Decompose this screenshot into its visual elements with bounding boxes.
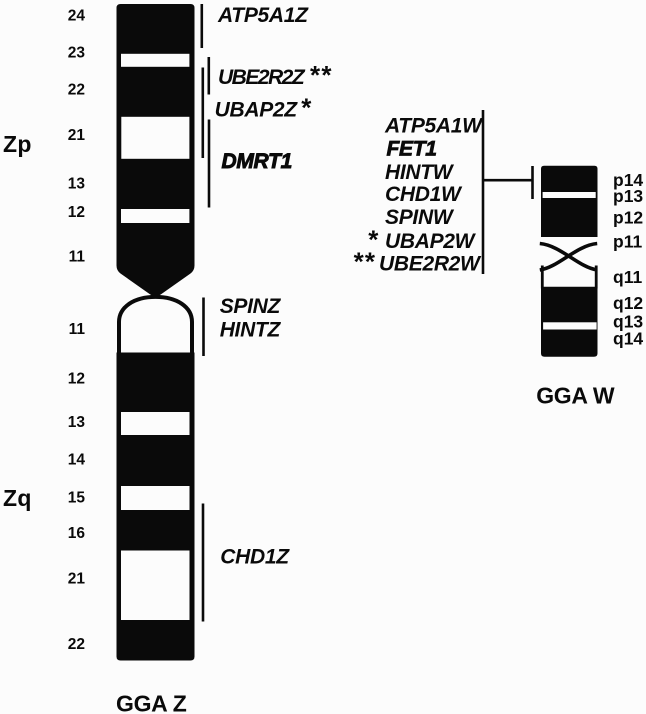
svg-text:12: 12	[68, 204, 85, 221]
svg-text:q12: q12	[613, 293, 643, 313]
svg-text:GGA Z: GGA Z	[116, 690, 187, 714]
svg-text:16: 16	[68, 525, 86, 542]
svg-text:**: **	[354, 247, 377, 277]
svg-text:SPINW: SPINW	[385, 206, 455, 229]
svg-text:*: *	[301, 93, 312, 123]
svg-text:HINTZ: HINTZ	[220, 319, 282, 342]
svg-text:p13: p13	[613, 186, 643, 206]
svg-text:HINTW: HINTW	[385, 161, 455, 184]
svg-text:p11: p11	[613, 231, 642, 251]
svg-text:q13: q13	[613, 311, 643, 331]
svg-text:13: 13	[68, 175, 86, 192]
svg-text:FET1: FET1	[387, 138, 437, 161]
svg-text:ATP5A1W: ATP5A1W	[384, 115, 484, 138]
svg-text:11: 11	[69, 321, 86, 338]
svg-text:SPINZ: SPINZ	[220, 295, 282, 318]
svg-text:GGA W: GGA W	[536, 382, 615, 408]
svg-text:Zq: Zq	[3, 485, 32, 511]
svg-text:Zp: Zp	[3, 131, 32, 157]
svg-text:**: **	[310, 60, 333, 90]
svg-text:12: 12	[68, 370, 85, 387]
svg-text:*: *	[368, 224, 379, 254]
svg-text:UBAP2Z: UBAP2Z	[215, 99, 299, 122]
svg-text:15: 15	[68, 489, 86, 506]
svg-text:23: 23	[68, 44, 86, 61]
svg-text:21: 21	[68, 127, 86, 144]
svg-text:ATP5A1Z: ATP5A1Z	[217, 4, 309, 27]
svg-text:DMRT1: DMRT1	[222, 150, 292, 173]
svg-text:UBE2R2W: UBE2R2W	[379, 253, 482, 276]
svg-text:22: 22	[68, 82, 85, 99]
svg-text:CHD1W: CHD1W	[385, 183, 463, 206]
svg-text:q14: q14	[613, 328, 643, 348]
svg-text:13: 13	[68, 414, 86, 431]
svg-text:21: 21	[68, 571, 86, 588]
svg-text:24: 24	[68, 7, 86, 24]
svg-text:14: 14	[68, 452, 86, 469]
svg-text:q11: q11	[613, 267, 642, 287]
svg-text:p14: p14	[613, 170, 643, 190]
svg-text:11: 11	[69, 248, 86, 265]
svg-text:CHD1Z: CHD1Z	[220, 545, 290, 568]
svg-text:UBAP2W: UBAP2W	[385, 230, 477, 253]
svg-text:UBE2R2Z: UBE2R2Z	[218, 66, 306, 89]
svg-text:22: 22	[68, 636, 85, 653]
svg-text:p12: p12	[613, 208, 643, 228]
